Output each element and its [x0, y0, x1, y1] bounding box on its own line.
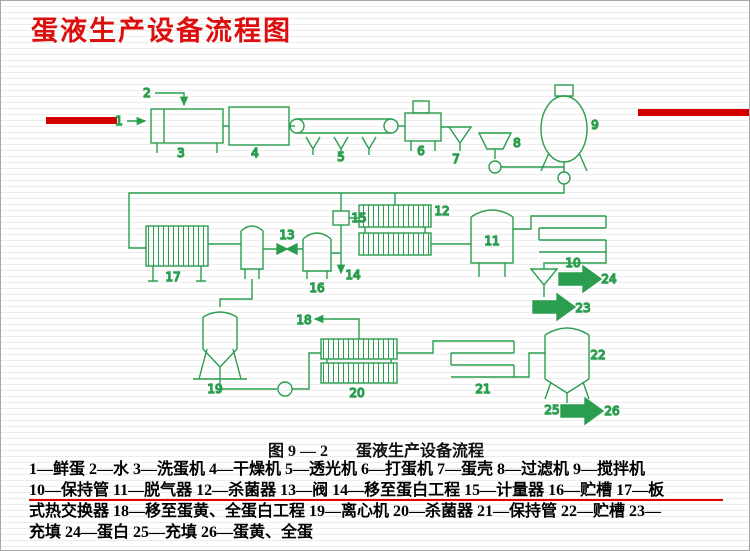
fill-arrow-23: 23: [532, 292, 591, 322]
label-2: 2: [143, 86, 151, 100]
legend-line-1: 1—鲜蛋 2—水 3—洗蛋机 4—干燥机 5—透光机 6—打蛋机 7—蛋壳 8—…: [29, 461, 646, 478]
label-20: 20: [349, 386, 364, 400]
centrifuge-19: 19: [193, 311, 247, 397]
holding-tube-10: 10: [538, 215, 607, 271]
label-6: 6: [417, 144, 425, 158]
label-19: 19: [207, 382, 222, 396]
egg-washer-3: 3: [150, 108, 229, 161]
product-arrow-24: 24: [558, 264, 617, 294]
dryer-4: 4: [228, 106, 295, 161]
plate-heat-exchanger-17: 17: [145, 225, 241, 285]
label-16: 16: [309, 281, 324, 295]
label-23: 23: [575, 301, 590, 315]
storage-tank-16: 16: [302, 232, 341, 296]
deaerator-11: 11: [470, 209, 539, 277]
red-underline: [29, 499, 723, 501]
figure-caption-text: 蛋液生产设备流程: [356, 443, 485, 460]
feed-lines: 2 1: [114, 85, 189, 129]
filter-8: 8: [477, 132, 564, 174]
figure-caption: 图 9 — 2 蛋液生产设备流程: [1, 437, 749, 461]
label-12: 12: [434, 204, 449, 218]
legend: 1—鲜蛋 2—水 3—洗蛋机 4—干燥机 5—透光机 6—打蛋机 7—蛋壳 8—…: [29, 459, 729, 543]
transfer-arrow-18: 18: [296, 312, 360, 339]
fill-arrow-25-26: 25 26: [544, 396, 620, 426]
label-22: 22: [590, 348, 605, 362]
label-21: 21: [475, 382, 490, 396]
legend-line-3: 式热交换器 18—移至蛋黄、全蛋白工程 19—离心机 20—杀菌器 21—保持管…: [29, 503, 662, 520]
label-8: 8: [513, 136, 521, 150]
label-13: 13: [279, 228, 294, 242]
page-title: 蛋液生产设备流程图: [31, 16, 292, 46]
storage-tank-22: 22: [544, 327, 606, 403]
pump: [219, 352, 321, 397]
right-red-bar: [638, 109, 749, 116]
label-14: 14: [345, 268, 360, 282]
fill-funnel: [529, 268, 559, 297]
figure-number: 图 9 — 2: [267, 443, 328, 460]
label-17: 17: [165, 270, 180, 284]
left-red-bar: [46, 117, 117, 124]
label-25: 25: [544, 403, 559, 417]
legend-line-2: 10—保持管 11—脱气器 12—杀菌器 13—阀 14—移至蛋白工程 15—计…: [29, 482, 665, 499]
egg-breaker-6: 6: [404, 100, 449, 159]
candling-conveyor-5: 5: [289, 118, 405, 165]
label-4: 4: [251, 146, 259, 160]
label-9: 9: [591, 118, 599, 132]
label-5: 5: [337, 150, 345, 164]
sterilizer-20: 20: [320, 338, 451, 401]
label-1: 1: [115, 114, 123, 128]
label-3: 3: [177, 146, 185, 160]
label-7: 7: [452, 152, 460, 166]
holding-tube-21: 21: [450, 340, 545, 397]
label-10: 10: [565, 256, 580, 270]
label-11: 11: [484, 234, 499, 248]
legend-line-4: 充填 24—蛋白 25—充填 26—蛋黄、全蛋: [29, 524, 314, 541]
buffer-vessel: [219, 225, 277, 307]
sterilizer-12: 12: [358, 193, 471, 256]
transfer-arrow-14: 14: [336, 263, 361, 283]
valve-13: 13: [276, 227, 303, 256]
mixer-tank-9: 9: [128, 84, 600, 249]
label-24: 24: [601, 272, 616, 286]
label-26: 26: [604, 404, 619, 418]
shell-chute-7: 7: [447, 126, 473, 167]
label-18: 18: [296, 313, 311, 327]
